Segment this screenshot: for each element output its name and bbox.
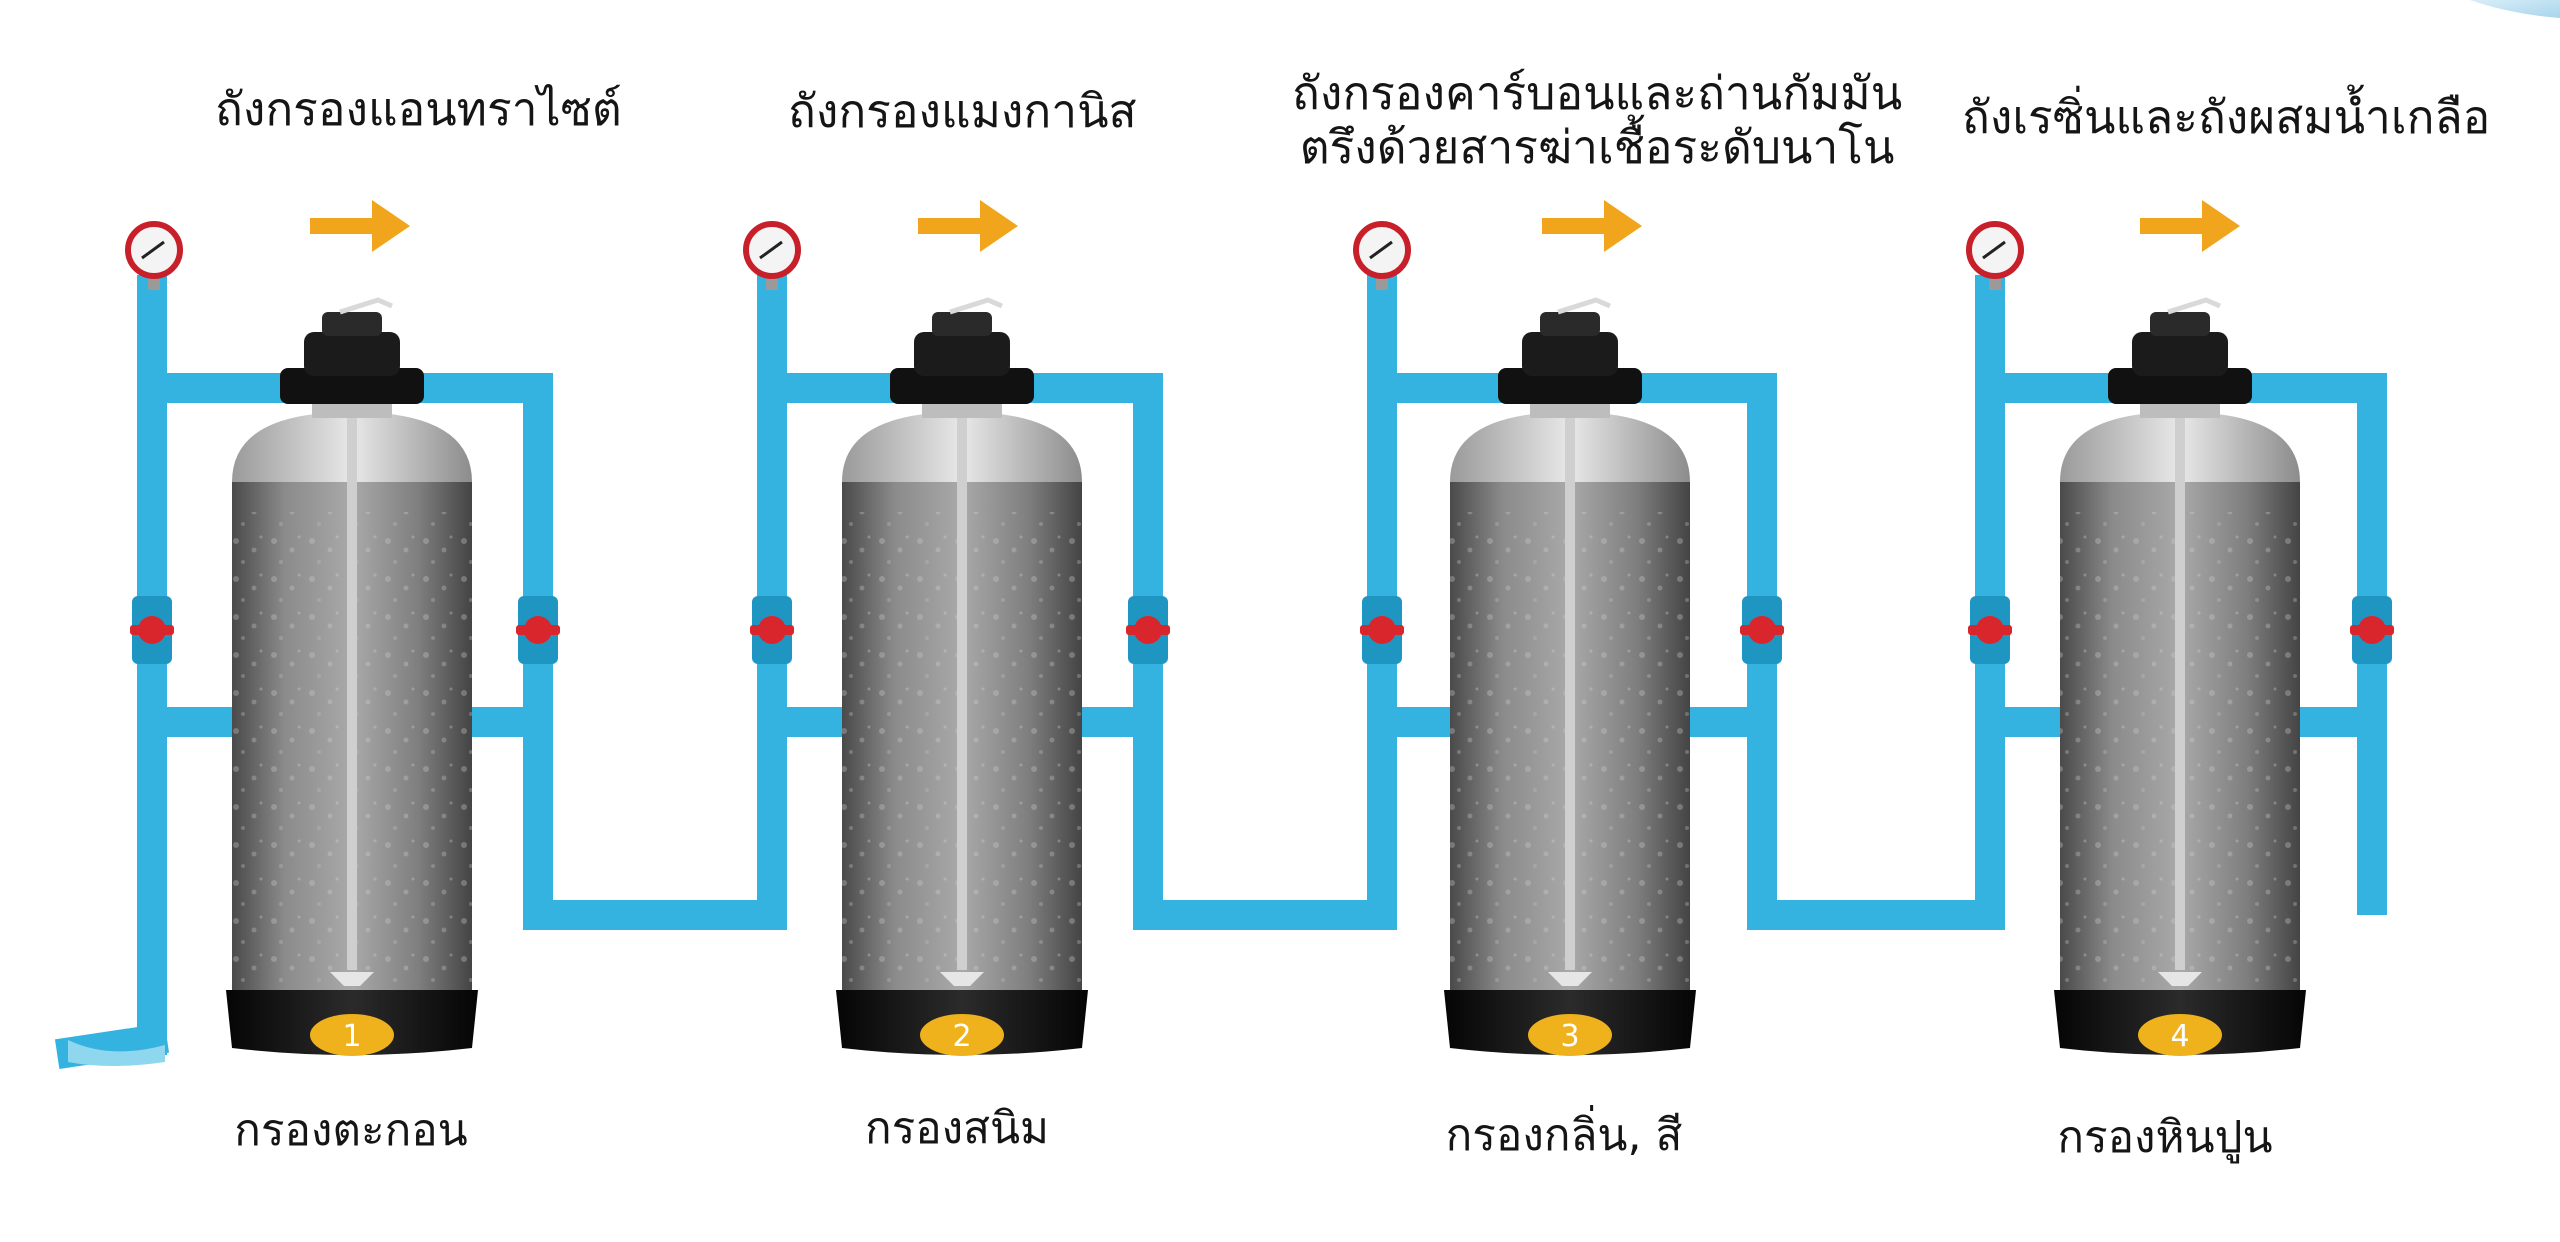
riser-tube <box>347 402 357 970</box>
riser-tube <box>2175 402 2185 970</box>
filter-tank-1 <box>226 297 478 1055</box>
corner-swoosh <box>2470 0 2560 18</box>
control-valve-head-icon <box>1498 297 1642 418</box>
stage-caption-3: กรองกลิ่น, สี <box>1445 1110 1683 1161</box>
flow-arrow-icon <box>1542 200 1642 252</box>
stage-caption-2: กรองสนิม <box>864 1103 1050 1154</box>
riser-tube <box>1565 402 1575 970</box>
control-valve-head-icon <box>280 297 424 418</box>
stage-number-4: 4 <box>2170 1019 2189 1054</box>
distributor-basket <box>1548 972 1592 986</box>
stage-title-4: ถังเรซิ่นและถังผสมน้ำเกลือ <box>1962 90 2491 144</box>
ball-valve-icon <box>750 596 794 664</box>
stage-number-badge-1 <box>310 1014 394 1056</box>
gauge-group <box>125 221 2024 290</box>
ball-valve-icon <box>1126 596 1170 664</box>
flow-arrow-icon <box>918 200 1018 252</box>
pressure-gauge-icon <box>1966 221 2024 290</box>
ball-valve-icon <box>1740 596 1784 664</box>
tank-group: 1 2 3 4 <box>226 297 2306 1056</box>
stage-title-3: ถังกรองคาร์บอนและถ่านกัมมัน ตรึงด้วยสารฆ… <box>1292 66 1903 174</box>
riser-tube <box>957 402 967 970</box>
stage-number-3: 3 <box>1560 1019 1579 1054</box>
distributor-basket <box>940 972 984 986</box>
stage-title-1: ถังกรองแอนทราไซต์ <box>215 82 622 136</box>
pressure-gauge-icon <box>125 221 183 290</box>
filter-tank-3 <box>1444 297 1696 1055</box>
stage-number-badge-3 <box>1528 1014 1612 1056</box>
ball-valve-icon <box>2350 596 2394 664</box>
stage-number-2: 2 <box>952 1019 971 1054</box>
stage-caption-1: กรองตะกอน <box>234 1105 468 1156</box>
control-valve-head-icon <box>890 297 1034 418</box>
pressure-gauge-icon <box>743 221 801 290</box>
distributor-basket <box>2158 972 2202 986</box>
arrow-group <box>310 200 2240 252</box>
filter-tank-4 <box>2054 297 2306 1055</box>
distributor-basket <box>330 972 374 986</box>
flow-arrow-icon <box>2140 200 2240 252</box>
stage-number-badge-2 <box>920 1014 1004 1056</box>
valve-group <box>130 596 2394 664</box>
ball-valve-icon <box>516 596 560 664</box>
stage-title-2: ถังกรองแมงกานิส <box>788 84 1137 138</box>
source-water-splash <box>68 1040 165 1066</box>
stage-number-badge-4 <box>2138 1014 2222 1056</box>
control-valve-head-icon <box>2108 297 2252 418</box>
pressure-gauge-icon <box>1353 221 1411 290</box>
ball-valve-icon <box>1968 596 2012 664</box>
filter-tank-2 <box>836 297 1088 1055</box>
stage-caption-4: กรองหินปูน <box>2057 1112 2273 1163</box>
stage-number-1: 1 <box>342 1019 361 1054</box>
flow-arrow-icon <box>310 200 410 252</box>
ball-valve-icon <box>130 596 174 664</box>
ball-valve-icon <box>1360 596 1404 664</box>
